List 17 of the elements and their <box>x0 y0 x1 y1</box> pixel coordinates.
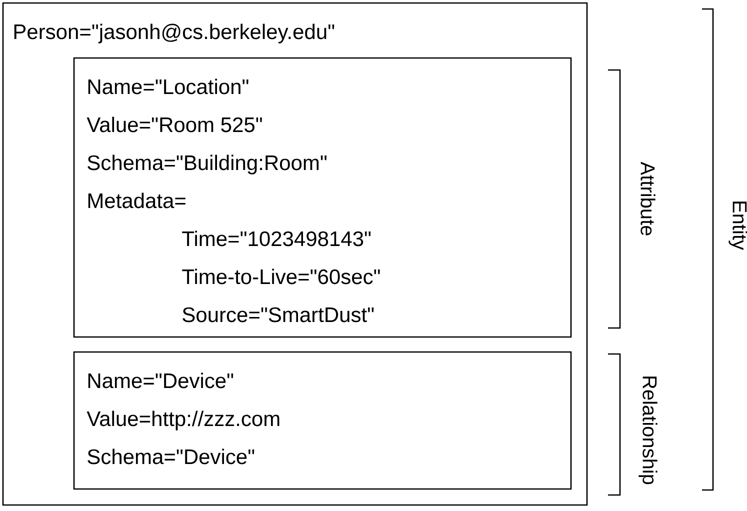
record-box <box>73 351 572 490</box>
field-text: Metadata= <box>88 192 186 208</box>
field-text: Source="SmartDust" <box>182 307 374 322</box>
bracket-label: Attribute <box>640 162 656 236</box>
record-box <box>2 2 588 506</box>
field-text: Schema="Device" <box>88 448 254 464</box>
field-text: Value="Room 525" <box>86 116 262 132</box>
bracket-label: Relationship <box>638 376 658 484</box>
field-text: Schema="Building:Room" <box>88 154 326 174</box>
record-box <box>73 57 572 338</box>
bracket-label: Entity <box>728 202 747 250</box>
field-text: Person="jasonh@cs.berkeley.edu" <box>14 24 334 44</box>
field-text: Time="1023498143" <box>182 230 371 246</box>
field-text: Time-to-Live="60sec" <box>182 268 380 284</box>
field-text: Name="Location" <box>88 78 248 94</box>
field-text: Name="Device" <box>88 372 234 388</box>
field-text: Value=http://zzz.com <box>86 410 280 430</box>
